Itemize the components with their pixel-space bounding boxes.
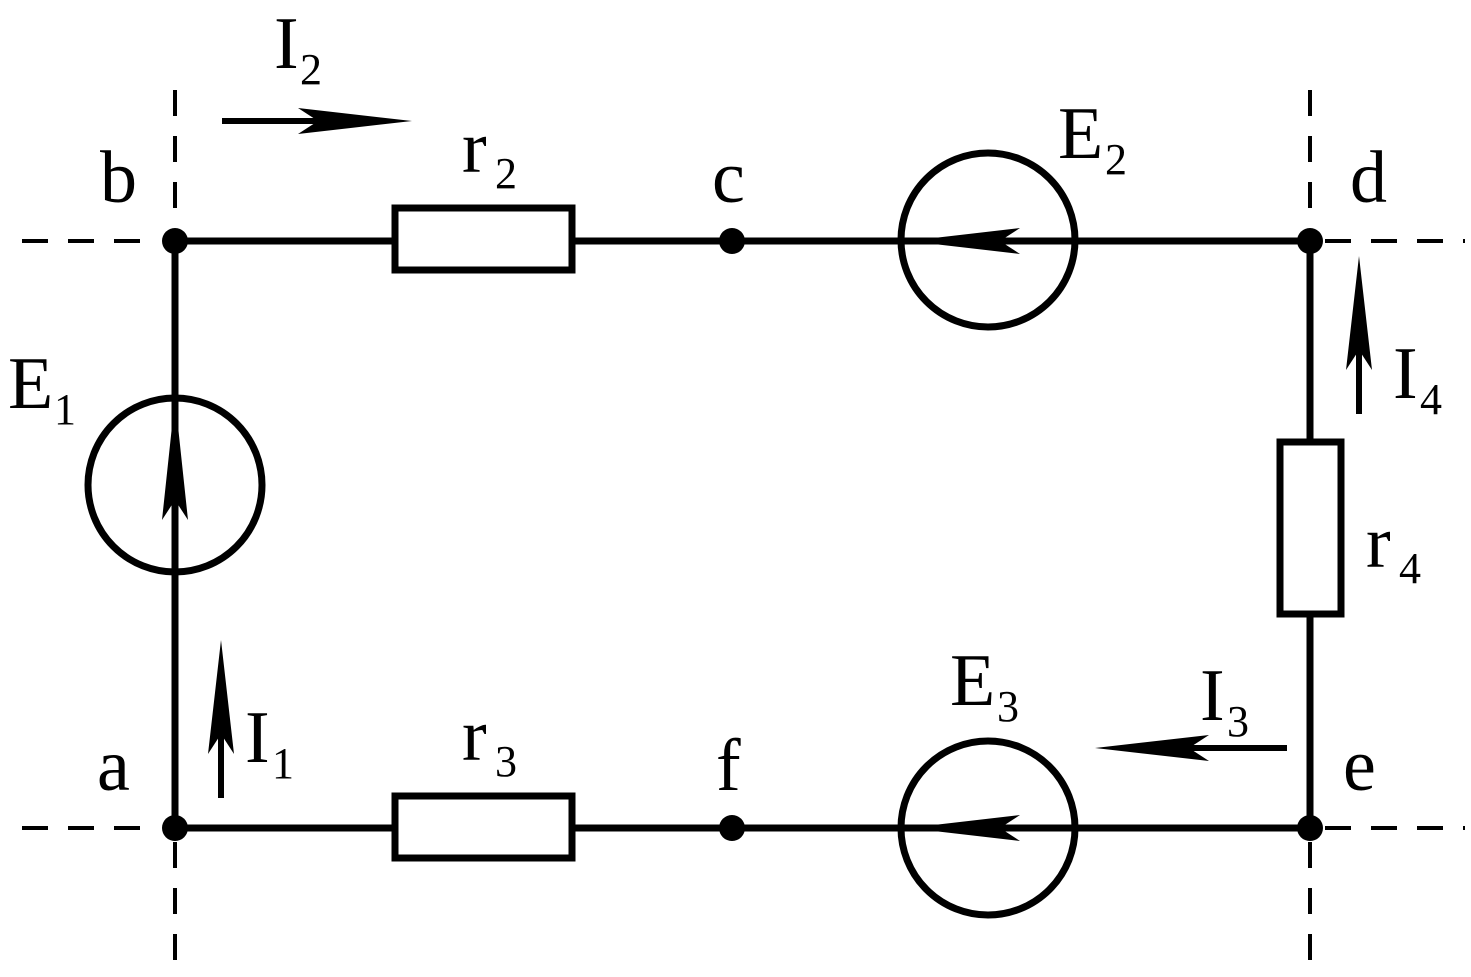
source-e3: [897, 737, 1079, 919]
resistor-r2: [391, 204, 576, 274]
label-i2-sub: 2: [300, 45, 322, 94]
label-r4-sub: 4: [1399, 544, 1421, 593]
resistor-r4: [1276, 438, 1345, 618]
current-i1-arrow: [208, 640, 234, 798]
source-e1-arrow-icon: [162, 398, 188, 520]
current-i3-arrow: [1095, 735, 1287, 761]
node-label-d: d: [1350, 137, 1387, 219]
node-label-f: f: [716, 725, 741, 807]
label-i4-main: I: [1393, 333, 1418, 415]
label-i3-sub: 3: [1227, 697, 1249, 746]
node-label-b: b: [100, 137, 137, 219]
label-i1-main: I: [245, 697, 270, 779]
label-i3: I 3: [1200, 655, 1249, 746]
label-r2: r 2: [462, 107, 517, 198]
label-e2: E 2: [1058, 93, 1127, 184]
node-b-dot: [162, 228, 188, 254]
current-i2-arrow-icon: [298, 108, 412, 134]
dashed-extensions: [22, 90, 1465, 977]
label-e3-main: E: [950, 640, 995, 722]
label-e1-sub: 1: [54, 385, 76, 434]
node-f-dot: [719, 815, 745, 841]
current-i4-arrow-icon: [1346, 256, 1372, 370]
label-i2-main: I: [274, 3, 299, 85]
current-i3-arrow-icon: [1095, 735, 1209, 761]
node-d-dot: [1297, 228, 1323, 254]
label-i1: I 1: [245, 697, 294, 788]
label-i4-sub: 4: [1420, 375, 1442, 424]
label-r4: r 4: [1366, 502, 1421, 593]
current-i2-arrow: [222, 108, 412, 134]
label-e3-sub: 3: [997, 682, 1019, 731]
label-r2-sub: 2: [495, 149, 517, 198]
source-e2-arrow-icon: [908, 228, 1020, 254]
source-e3-arrow-icon: [908, 815, 1020, 841]
wires: [171, 237, 1314, 832]
label-i3-main: I: [1200, 655, 1225, 737]
node-a-dot: [162, 815, 188, 841]
label-r2-main: r: [462, 107, 487, 189]
label-e3: E 3: [950, 640, 1019, 731]
label-r3-main: r: [462, 695, 487, 777]
current-i4-arrow: [1346, 256, 1372, 414]
source-e1: [84, 394, 266, 576]
source-e2: [897, 149, 1079, 331]
node-label-e: e: [1343, 725, 1376, 807]
label-e1-main: E: [8, 343, 53, 425]
label-e2-main: E: [1058, 93, 1103, 175]
label-r3: r 3: [462, 695, 517, 786]
label-e2-sub: 2: [1105, 135, 1127, 184]
label-r4-main: r: [1366, 502, 1391, 584]
resistor-r3: [391, 792, 576, 862]
node-label-a: a: [97, 725, 130, 807]
label-i4: I 4: [1393, 333, 1442, 424]
label-r3-sub: 3: [495, 737, 517, 786]
node-label-c: c: [712, 137, 745, 219]
label-e1: E 1: [8, 343, 76, 434]
node-c-dot: [719, 228, 745, 254]
current-i1-arrow-icon: [208, 640, 234, 754]
node-e-dot: [1297, 815, 1323, 841]
label-i1-sub: 1: [272, 739, 294, 788]
label-i2: I 2: [274, 3, 322, 94]
